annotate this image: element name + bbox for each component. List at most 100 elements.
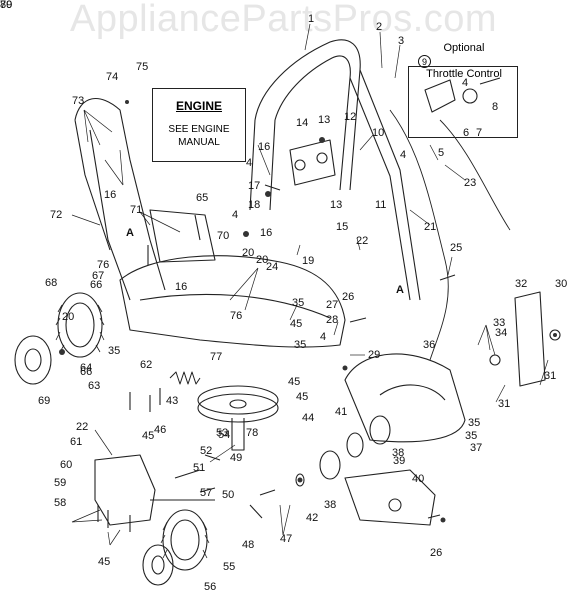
callout-4: 4 <box>320 331 327 343</box>
callout-60: 60 <box>60 459 73 471</box>
callout-24: 24 <box>266 261 279 273</box>
nut <box>125 100 129 104</box>
callout-70: 70 <box>217 230 230 242</box>
guard-inner <box>379 384 446 401</box>
callout-78: 78 <box>246 427 259 439</box>
callout-34: 34 <box>495 327 508 339</box>
callout-13: 13 <box>318 114 331 126</box>
callout-42: 42 <box>306 512 319 524</box>
callout-49: 49 <box>230 452 243 464</box>
callout-45: 45 <box>288 376 301 388</box>
drive-pulley-rim <box>197 385 279 415</box>
bolt <box>97 505 131 532</box>
watermark: AppliancePartsPros.com <box>70 0 498 40</box>
callout-37: 37 <box>470 442 483 454</box>
callout-58: 58 <box>54 497 67 509</box>
edger-blade <box>514 291 546 387</box>
pulley-shaft <box>231 418 245 451</box>
callout-31: 31 <box>544 370 557 382</box>
callout-28: 28 <box>326 314 339 326</box>
callout-4: 4 <box>462 77 469 89</box>
engine-title: ENGINE <box>175 99 222 113</box>
callout-26: 26 <box>430 547 443 559</box>
item-9-circle: 9 <box>418 55 431 68</box>
nut <box>319 137 325 143</box>
nut <box>553 333 557 337</box>
callout-48: 48 <box>242 539 255 551</box>
callout-35: 35 <box>294 339 307 351</box>
callout-53: 53 <box>216 427 229 439</box>
callout-71: 71 <box>130 204 143 216</box>
deck-bracket <box>149 209 216 263</box>
callout-62: 62 <box>140 359 153 371</box>
control-cable <box>389 109 449 361</box>
callout-52: 52 <box>200 445 213 457</box>
callout-73: 73 <box>72 95 85 107</box>
callout-80: 80 <box>0 0 13 11</box>
callout-39: 39 <box>393 455 406 467</box>
callout-2: 2 <box>376 21 383 33</box>
callout-22: 22 <box>356 235 369 247</box>
tread <box>160 521 210 559</box>
callout-47: 47 <box>280 533 293 545</box>
engine-note-box: ENGINE SEE ENGINE MANUAL <box>152 88 246 162</box>
callout-35: 35 <box>108 345 121 357</box>
bolt <box>439 274 456 281</box>
engine-note: SEE ENGINE MANUAL <box>153 123 245 149</box>
callout-76: 76 <box>230 310 243 322</box>
callout-31: 31 <box>498 398 511 410</box>
callout-20: 20 <box>62 311 75 323</box>
callout-19: 19 <box>302 255 315 267</box>
nut <box>297 477 303 483</box>
callout-10: 10 <box>372 127 385 139</box>
callout-68: 68 <box>45 277 58 289</box>
callout-4: 4 <box>246 157 253 169</box>
callout-13: 13 <box>330 199 343 211</box>
callout-16: 16 <box>258 141 271 153</box>
callout-69: 69 <box>38 395 51 407</box>
callout-16: 16 <box>260 227 273 239</box>
callout-32: 32 <box>515 278 528 290</box>
throttle-screw <box>479 77 501 85</box>
callout-54: 54 <box>218 429 231 441</box>
bolt <box>349 317 367 323</box>
callout-66: 66 <box>90 279 103 291</box>
callout-7: 7 <box>476 127 483 139</box>
callout-21: 21 <box>424 221 437 233</box>
nut <box>342 365 348 371</box>
main-deck <box>119 255 346 348</box>
callout-79: 79 <box>0 0 13 11</box>
callout-63: 63 <box>88 380 101 392</box>
optional-text: Optional <box>443 42 485 54</box>
callout-45: 45 <box>296 391 309 403</box>
callout-74: 74 <box>106 71 119 83</box>
spindle-pulley <box>369 415 391 445</box>
callout-33: 33 <box>493 317 506 329</box>
callout-26: 26 <box>342 291 355 303</box>
spindle-hub <box>346 432 364 458</box>
callout-57: 57 <box>200 487 213 499</box>
callout-20: 20 <box>256 254 269 266</box>
callout-55: 55 <box>223 561 236 573</box>
rear-wheel-inner <box>65 302 95 348</box>
cover-knob <box>388 498 402 512</box>
spindle-bearing <box>319 450 341 480</box>
left-handle-frame <box>74 97 166 301</box>
blade-guard <box>344 353 466 443</box>
hubcap-front-inner <box>151 555 165 575</box>
callout-16: 16 <box>175 281 188 293</box>
callout-45: 45 <box>98 556 111 568</box>
control-bracket <box>289 139 336 186</box>
callout-45: 45 <box>142 430 155 442</box>
hubcap-left <box>14 335 52 385</box>
callout-76: 76 <box>97 259 110 271</box>
nut <box>440 517 446 523</box>
tread <box>55 304 105 353</box>
callout-59: 59 <box>54 477 67 489</box>
throttle-cable <box>439 119 511 231</box>
callout-77: 77 <box>210 351 223 363</box>
callout-5: 5 <box>438 147 445 159</box>
callout-23: 23 <box>464 177 477 189</box>
reference-a: A <box>126 227 134 239</box>
deck-rim <box>139 293 331 319</box>
